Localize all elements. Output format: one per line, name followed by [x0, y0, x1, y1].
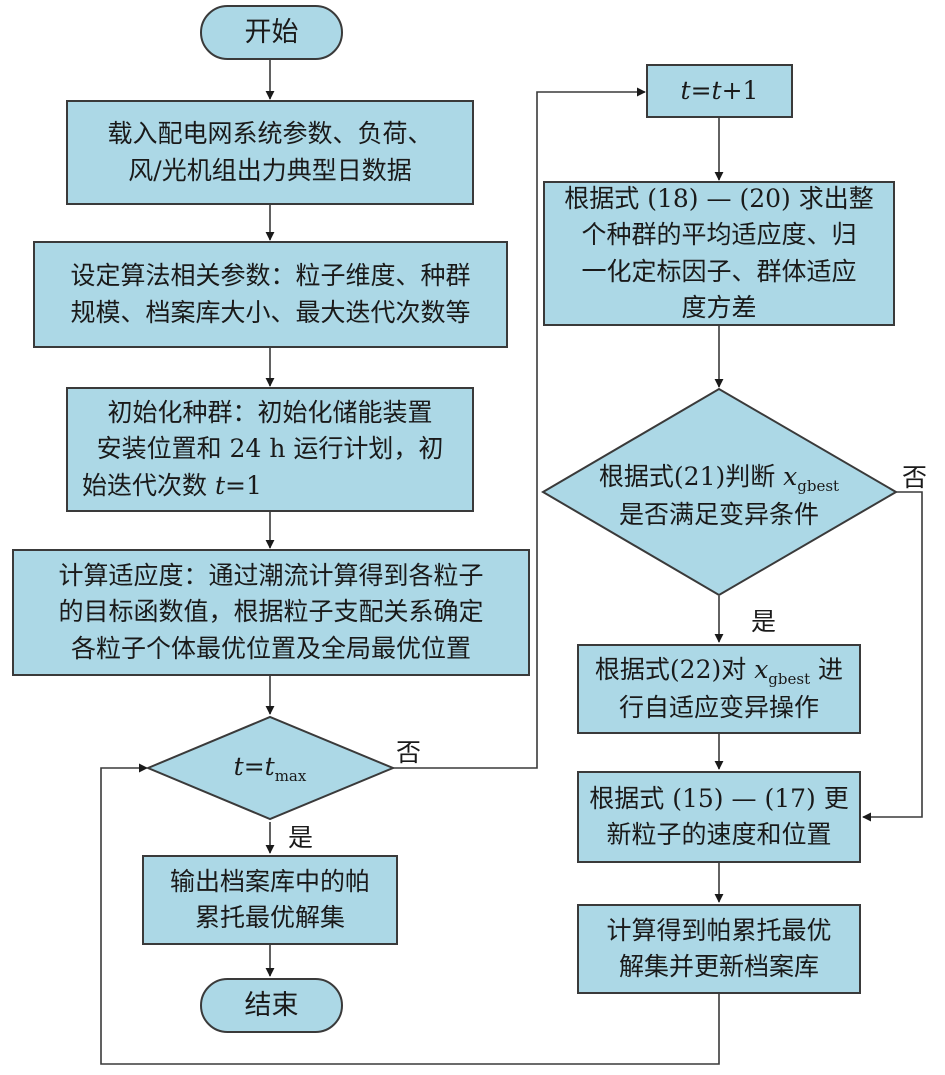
calc-line-2: 个种群的平均适应度、归	[581, 220, 857, 250]
arrow-loop-back-to-cond	[100, 763, 720, 1065]
init-population-box: 初始化种群：初始化储能装置 安装位置和 24 h 运行计划，初 始迭代次数 t=…	[66, 387, 474, 512]
cond-eq: =	[243, 752, 265, 781]
mutate-sub-gbest: gbest	[768, 669, 811, 688]
end-terminal: 结束	[200, 978, 343, 1033]
compute-fitness-box: 计算适应度：通过潮流计算得到各粒子 的目标函数值，根据粒子支配关系确定 各粒子个…	[12, 549, 530, 676]
cond-t2: t	[264, 752, 275, 781]
judge-x: x	[783, 461, 798, 491]
params-line-2: 规模、档案库大小、最大迭代次数等	[70, 297, 471, 327]
fitness-line-1: 计算适应度：通过潮流计算得到各粒子	[58, 561, 484, 591]
cond-sub-max: max	[274, 767, 307, 785]
calc-line-3: 一化定标因子、群体适应	[581, 256, 857, 286]
pareto-line-2: 解集并更新档案库	[618, 952, 819, 981]
judge-yes-label: 是	[751, 607, 777, 636]
load-line-1: 载入配电网系统参数、负荷、	[107, 119, 433, 149]
update-line-2: 新粒子的速度和位置	[606, 820, 832, 849]
calc-line-4: 度方差	[681, 292, 757, 322]
decision-t-equals-tmax	[145, 715, 396, 821]
init-line-3-text: 始迭代次数	[82, 470, 215, 500]
mutate-line-1-tail: 进	[810, 654, 844, 684]
init-t-var: t	[214, 470, 225, 500]
judge-sub-gbest: gbest	[797, 476, 840, 495]
end-label: 结束	[244, 989, 299, 1021]
init-line-1: 初始化种群：初始化储能装置	[107, 398, 433, 428]
set-params-box: 设定算法相关参数：粒子维度、种群 规模、档案库大小、最大迭代次数等	[33, 241, 508, 348]
iter-expression: t=t+1	[681, 73, 759, 109]
adaptive-mutation-box: 根据式(22)对 xgbest 进 行自适应变异操作	[577, 644, 861, 734]
iter-t: t	[680, 75, 691, 105]
mutate-line-1: 根据式(22)对 xgbest 进	[595, 652, 843, 691]
decision-xgbest-text: 根据式(21)判断 xgbest 是否满足变异条件	[583, 455, 855, 535]
update-archive-box: 计算得到帕累托最优 解集并更新档案库	[577, 904, 861, 994]
load-line-2: 风/光机组出力典型日数据	[128, 155, 412, 185]
fitness-line-2: 的目标函数值，根据粒子支配关系确定	[58, 597, 484, 627]
judge-no-label: 否	[902, 463, 928, 492]
mutate-line-2: 行自适应变异操作	[618, 693, 819, 723]
mutate-x: x	[754, 654, 769, 684]
decision-t-tmax-text: t=tmax	[200, 745, 340, 791]
decision-xgbest-mutation	[541, 387, 898, 597]
cond-expression: t=tmax	[234, 749, 307, 787]
output-line-1: 输出档案库中的帕	[169, 866, 370, 896]
arrow-cond-no-to-iter	[393, 87, 646, 769]
start-label: 开始	[244, 16, 299, 48]
params-line-1: 设定算法相关参数：粒子维度、种群	[70, 261, 471, 291]
arrow-judge-no-to-update	[862, 491, 923, 822]
cond-no-label: 否	[396, 738, 422, 767]
mutate-line-1-text: 根据式(22)对	[594, 654, 755, 684]
init-line-3: 始迭代次数 t=1	[68, 468, 472, 504]
calc-line-1: 根据式 (18) — (20) 求出整	[564, 184, 874, 213]
judge-line-1: 根据式(21)判断 xgbest	[599, 459, 839, 497]
iteration-box: t=t+1	[646, 64, 793, 118]
iter-eq: =	[690, 75, 712, 105]
pareto-line-1: 计算得到帕累托最优	[606, 915, 832, 945]
iter-t2: t	[711, 75, 722, 105]
cond-t: t	[233, 752, 244, 781]
judge-line-1-text: 根据式(21)判断	[598, 461, 784, 491]
init-t-value: =1	[225, 470, 262, 500]
output-pareto-box: 输出档案库中的帕 累托最优解集	[142, 855, 398, 945]
fitness-line-3: 各粒子个体最优位置及全局最优位置	[70, 633, 471, 663]
init-line-2: 安装位置和 24 h 运行计划，初	[96, 434, 444, 464]
cond-yes-label: 是	[288, 823, 314, 852]
start-terminal: 开始	[200, 5, 343, 60]
load-data-box: 载入配电网系统参数、负荷、 风/光机组出力典型日数据	[66, 100, 474, 205]
iter-plus: +1	[721, 75, 759, 105]
update-line-1: 根据式 (15) — (17) 更	[589, 783, 849, 813]
update-particles-box: 根据式 (15) — (17) 更 新粒子的速度和位置	[577, 771, 861, 863]
population-stats-box: 根据式 (18) — (20) 求出整 个种群的平均适应度、归 一化定标因子、群…	[543, 181, 895, 326]
judge-line-2: 是否满足变异条件	[618, 499, 819, 529]
output-line-2: 累托最优解集	[194, 903, 345, 932]
